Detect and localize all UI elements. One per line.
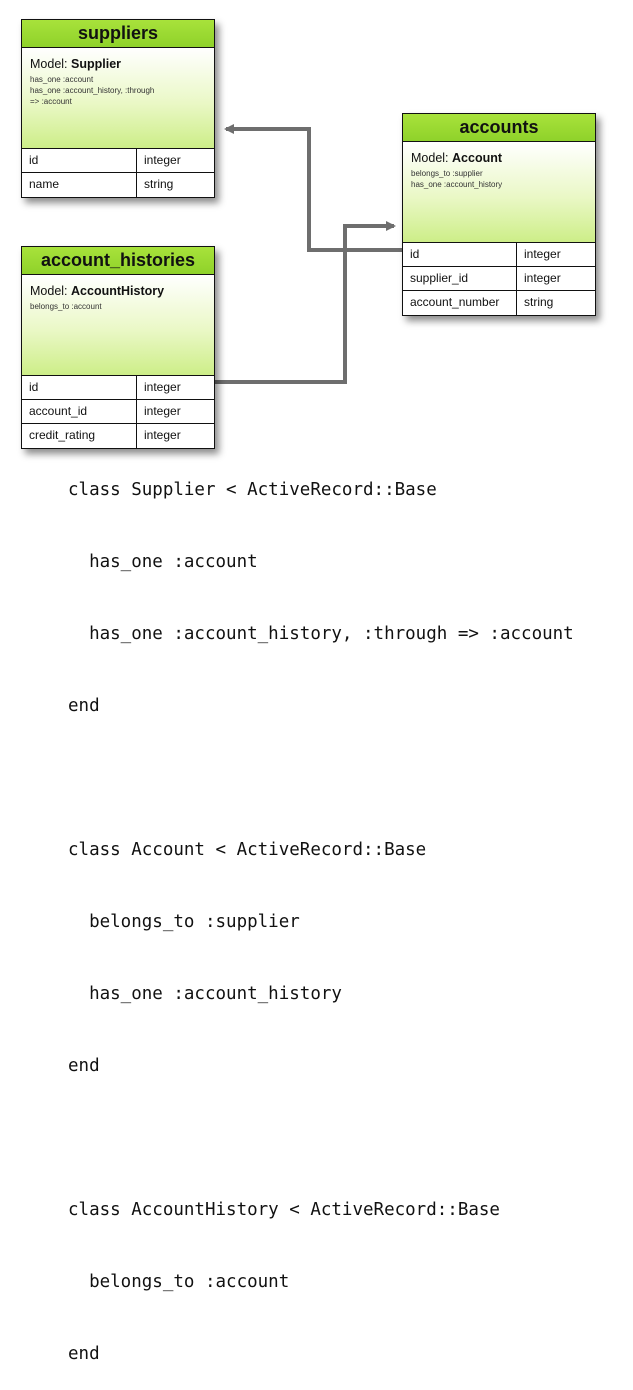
- column-name: account_id: [22, 400, 137, 423]
- table-row: id integer: [22, 376, 214, 400]
- column-type: string: [144, 177, 174, 191]
- table-suppliers: suppliers Model: Supplier has_one :accou…: [21, 19, 215, 198]
- association: has_one :account: [30, 75, 94, 84]
- column-name: account_number: [403, 291, 517, 315]
- column-name: supplier_id: [403, 267, 517, 290]
- association: has_one :account_history, :through: [30, 86, 155, 95]
- table-title: suppliers: [22, 20, 214, 48]
- model-label: Model: Account: [411, 151, 587, 165]
- connector-account-histories-account-id-to-accounts-id: [215, 221, 396, 384]
- association: belongs_to :supplier: [411, 169, 483, 178]
- table-row: account_id integer: [22, 400, 214, 424]
- model-prefix: Model:: [411, 151, 449, 165]
- table-row: id integer: [403, 243, 595, 267]
- model-prefix: Model:: [30, 57, 68, 71]
- connector-accounts-supplier-id-to-suppliers-id: [224, 124, 402, 252]
- model-label: Model: Supplier: [30, 57, 206, 71]
- association: => :account: [30, 97, 72, 106]
- table-row: supplier_id integer: [403, 267, 595, 291]
- table-row: name string: [22, 173, 214, 197]
- model-prefix: Model:: [30, 284, 68, 298]
- column-type: integer: [524, 247, 561, 261]
- table-accounts: accounts Model: Account belongs_to :supp…: [402, 113, 596, 316]
- column-type: integer: [524, 271, 561, 285]
- association: belongs_to :account: [30, 302, 102, 311]
- code-line: has_one :account: [68, 552, 258, 572]
- column-name: id: [403, 243, 517, 266]
- table-row: account_number string: [403, 291, 595, 315]
- code-line: has_one :account_history, :through => :a…: [68, 624, 574, 644]
- column-type: integer: [144, 153, 181, 167]
- column-type: integer: [144, 404, 181, 418]
- table-title: account_histories: [22, 247, 214, 275]
- table-row: id integer: [22, 149, 214, 173]
- table-account-histories: account_histories Model: AccountHistory …: [21, 246, 215, 449]
- table-title: accounts: [403, 114, 595, 142]
- model-section: Model: AccountHistory belongs_to :accoun…: [22, 275, 214, 376]
- column-type: string: [524, 295, 554, 309]
- code-line: belongs_to :account: [68, 1272, 290, 1292]
- code-line: class Account < ActiveRecord::Base: [68, 840, 427, 860]
- code-line: end: [68, 696, 100, 716]
- code-line: end: [68, 1344, 100, 1364]
- column-type: integer: [144, 428, 181, 442]
- model-section: Model: Account belongs_to :supplier has_…: [403, 142, 595, 243]
- table-row: credit_rating integer: [22, 424, 214, 448]
- code-line: has_one :account_history: [68, 984, 342, 1004]
- code-block: class Supplier < ActiveRecord::Base has_…: [68, 430, 574, 1390]
- model-name: AccountHistory: [71, 284, 165, 298]
- column-name: credit_rating: [22, 424, 137, 448]
- column-type: integer: [144, 380, 181, 394]
- model-name: Account: [452, 151, 503, 165]
- code-line: class AccountHistory < ActiveRecord::Bas…: [68, 1200, 500, 1220]
- model-name: Supplier: [71, 57, 122, 71]
- model-section: Model: Supplier has_one :account has_one…: [22, 48, 214, 149]
- code-line: class Supplier < ActiveRecord::Base: [68, 480, 437, 500]
- code-line: belongs_to :supplier: [68, 912, 300, 932]
- association: has_one :account_history: [411, 180, 503, 189]
- model-label: Model: AccountHistory: [30, 284, 206, 298]
- column-name: id: [22, 376, 137, 399]
- column-name: id: [22, 149, 137, 172]
- code-line: [68, 1126, 574, 1150]
- code-line: [68, 766, 574, 790]
- column-name: name: [22, 173, 137, 197]
- code-line: end: [68, 1056, 100, 1076]
